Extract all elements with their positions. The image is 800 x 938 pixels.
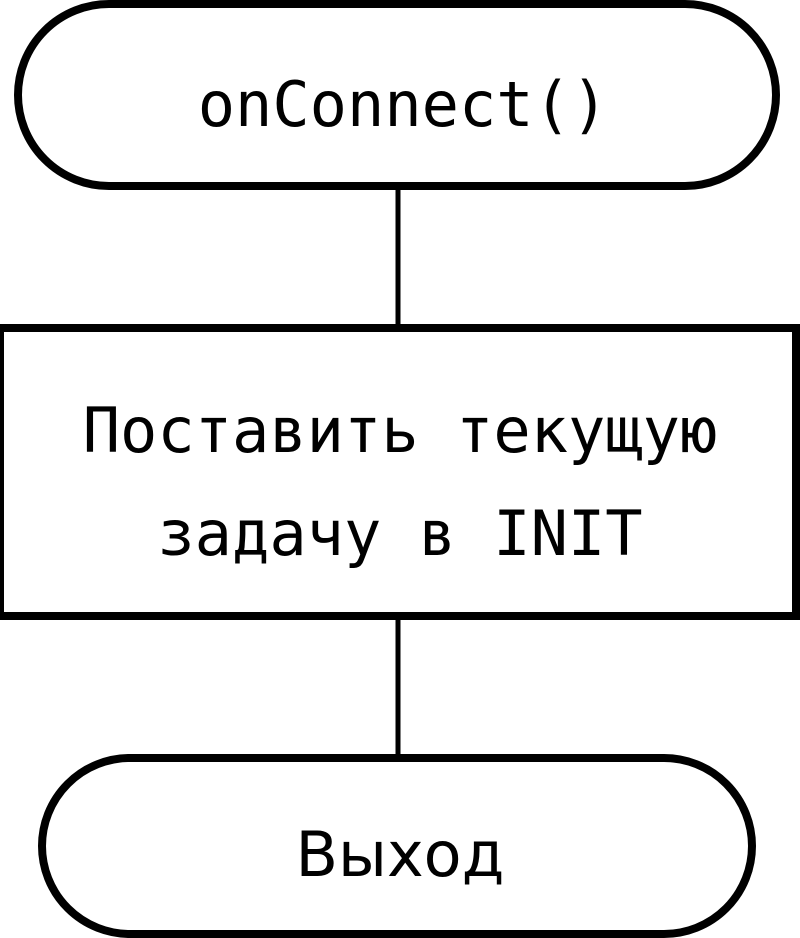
- process-box-shape: [0, 324, 800, 620]
- process-box-label-line2: задачу в INIT: [157, 497, 642, 570]
- start-terminator-shape: [14, 0, 780, 190]
- process-box-label-line1: Поставить текущую: [83, 394, 718, 467]
- process-box: Поставить текущую задачу в INIT: [0, 324, 800, 620]
- end-terminator: Выход: [38, 754, 756, 938]
- end-terminator-label: Выход: [296, 818, 505, 891]
- end-terminator-shape: [38, 754, 756, 938]
- start-terminator: onConnect(): [14, 0, 780, 190]
- start-terminator-label: onConnect(): [198, 68, 609, 141]
